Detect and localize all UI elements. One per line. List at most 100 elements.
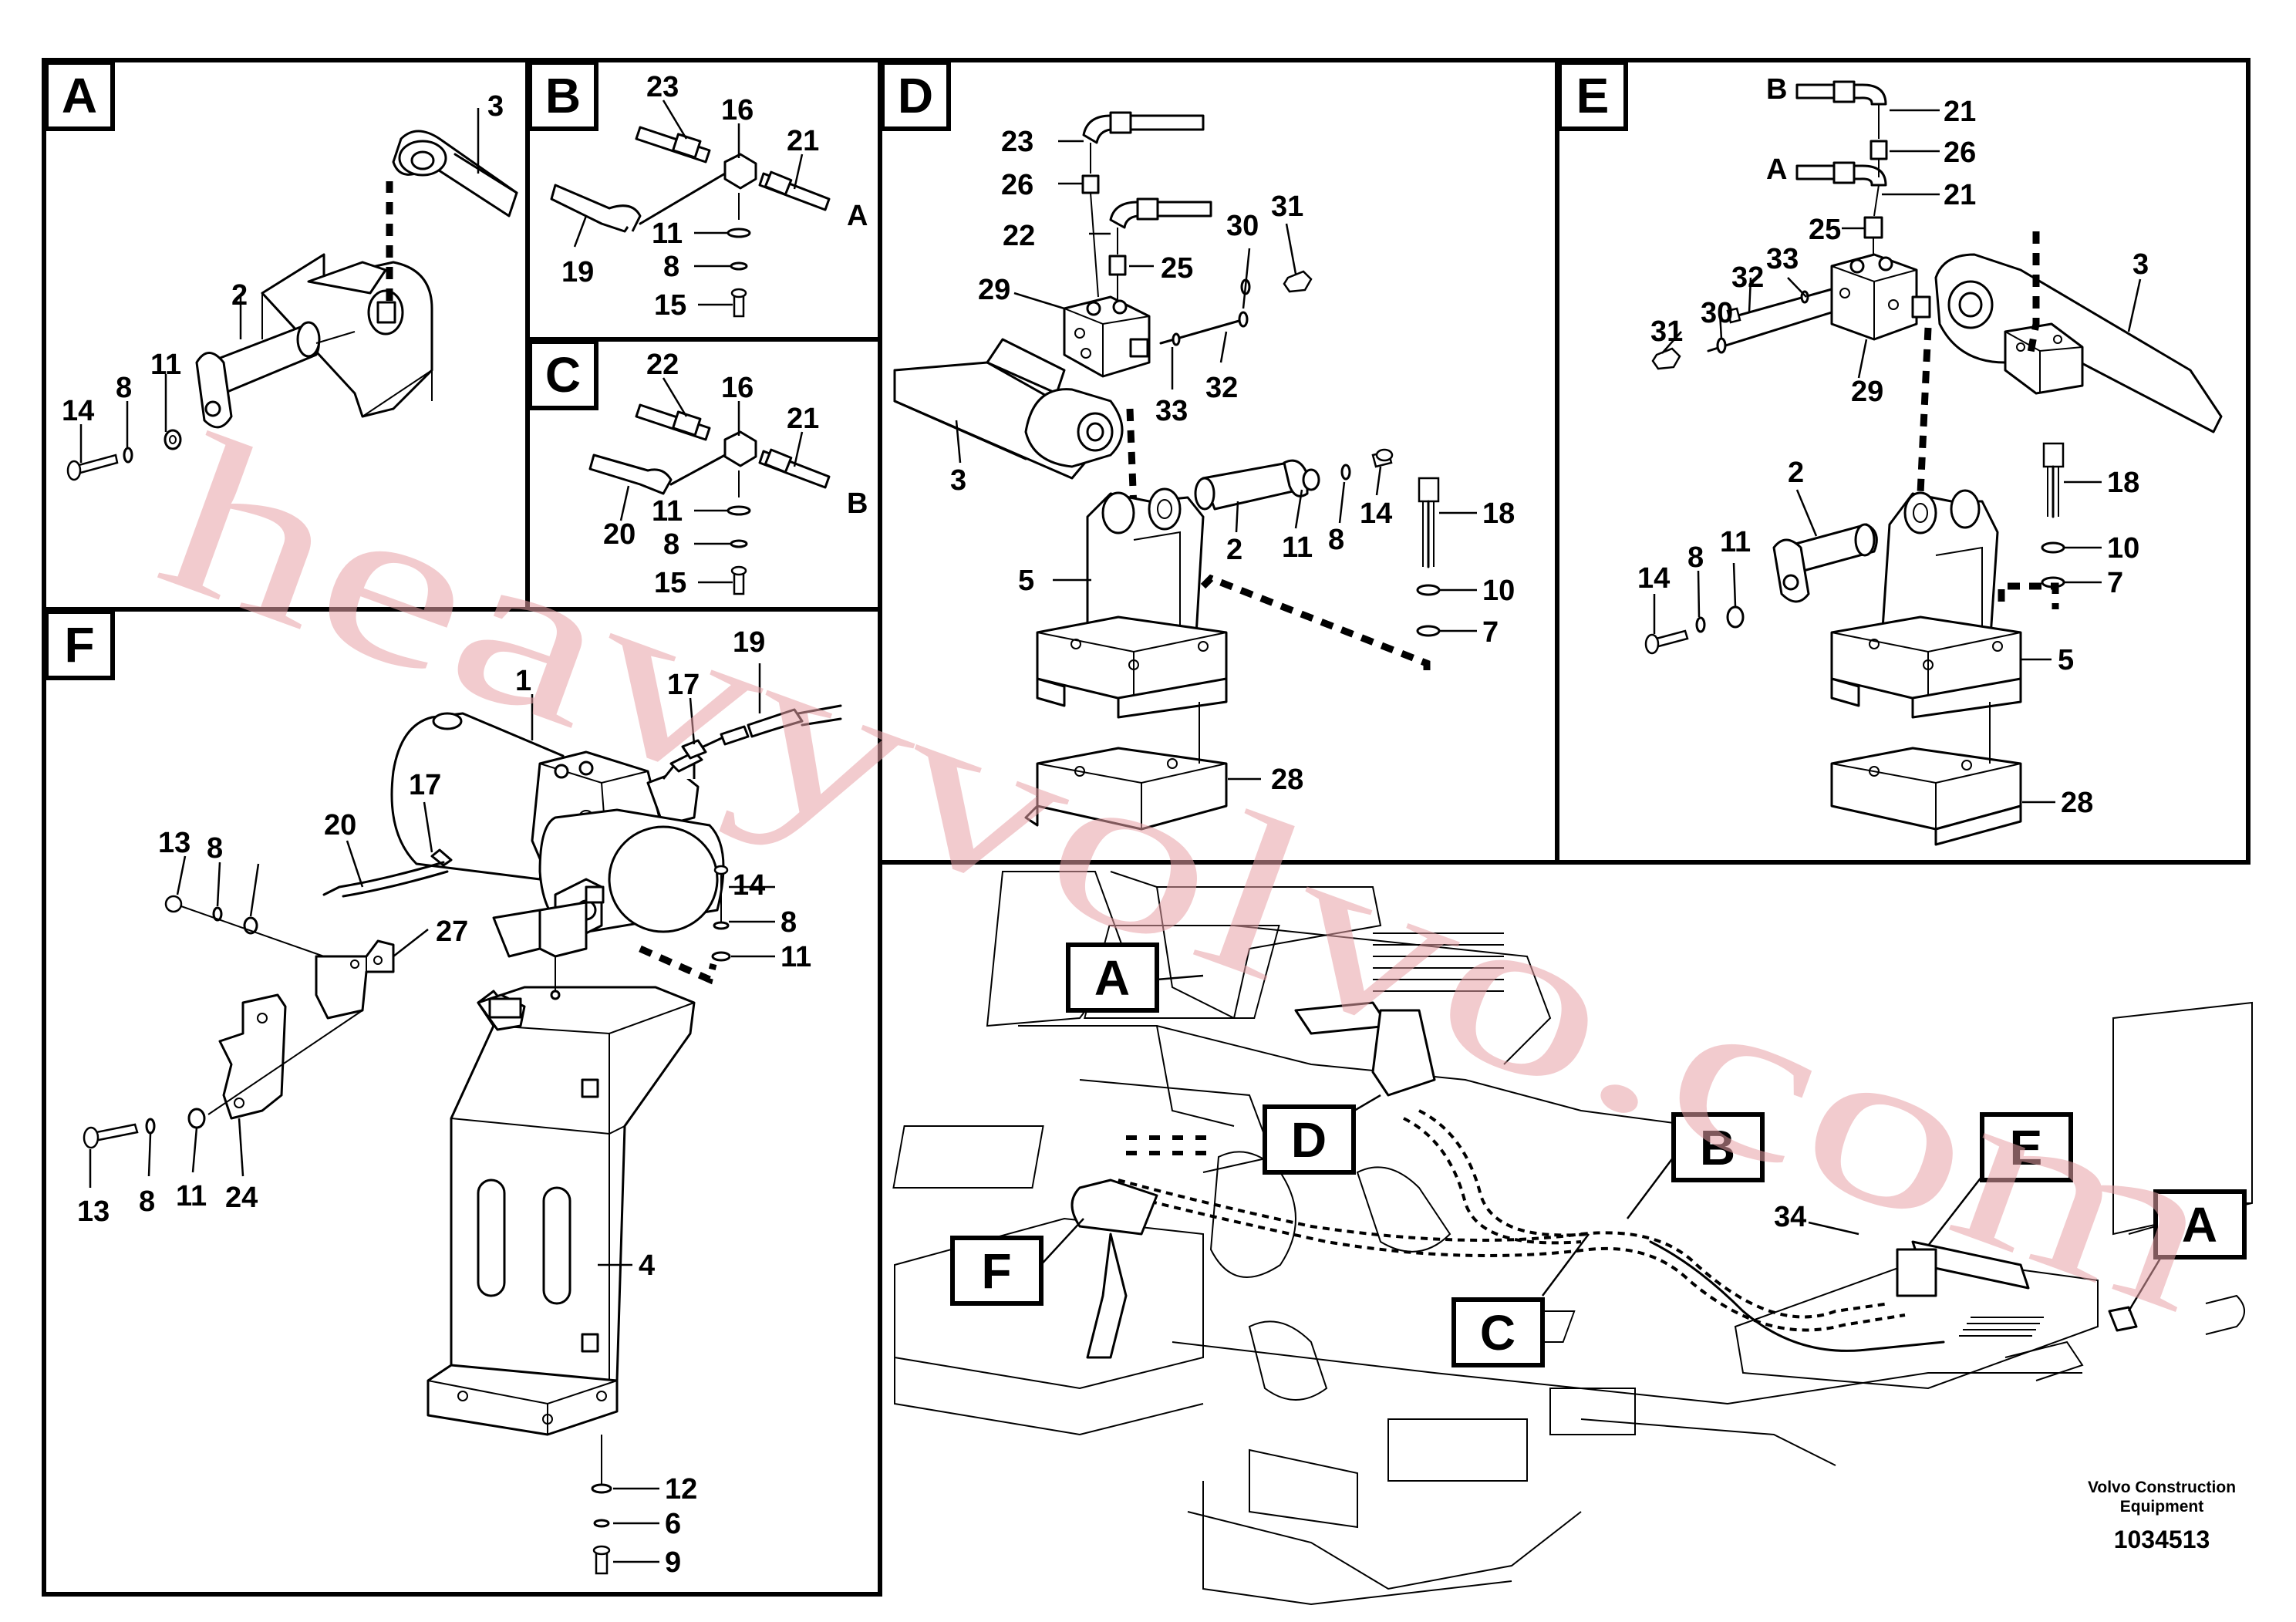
svg-text:32: 32 (1205, 372, 1238, 404)
svg-text:14: 14 (62, 395, 94, 427)
svg-text:9: 9 (665, 1546, 681, 1579)
svg-text:21: 21 (787, 125, 819, 157)
svg-text:A: A (1766, 153, 1787, 186)
svg-text:15: 15 (654, 289, 686, 322)
svg-text:22: 22 (1003, 220, 1035, 252)
overview-callout-f: F (950, 1218, 1084, 1306)
svg-text:17: 17 (667, 669, 700, 701)
svg-text:31: 31 (1271, 191, 1303, 223)
svg-text:E: E (2010, 1120, 2043, 1175)
svg-text:7: 7 (2107, 567, 2123, 599)
svg-text:22: 22 (646, 349, 679, 381)
svg-text:2: 2 (1226, 534, 1242, 566)
svg-text:A: A (2182, 1197, 2217, 1253)
svg-text:12: 12 (665, 1473, 697, 1506)
panel-c-drawing: 22 16 21 20 11 8 15 B (588, 349, 868, 599)
svg-text:3: 3 (487, 90, 504, 123)
svg-text:B: B (545, 68, 581, 123)
svg-text:33: 33 (1155, 395, 1188, 427)
svg-text:20: 20 (603, 518, 636, 551)
overview-callout-e: E (1927, 1112, 2073, 1246)
svg-text:A: A (847, 200, 868, 232)
svg-text:16: 16 (721, 94, 754, 126)
svg-text:25: 25 (1809, 214, 1841, 246)
panel-f-frame (42, 607, 882, 1597)
svg-text:5: 5 (2058, 644, 2074, 676)
svg-text:18: 18 (2107, 467, 2139, 499)
svg-text:5: 5 (1018, 565, 1034, 597)
drawing-number: 1034513 (2114, 1526, 2210, 1553)
svg-text:D: D (898, 68, 933, 123)
svg-text:B: B (1766, 73, 1787, 106)
svg-text:11: 11 (150, 349, 181, 381)
panel-a-tab: A (44, 60, 115, 131)
manufacturer-line-2: Equipment (2120, 1498, 2204, 1516)
svg-text:F: F (981, 1243, 1011, 1299)
svg-text:8: 8 (139, 1185, 155, 1218)
svg-text:15: 15 (654, 567, 686, 599)
svg-text:18: 18 (1482, 497, 1515, 530)
svg-text:14: 14 (1360, 497, 1392, 530)
svg-text:8: 8 (1328, 524, 1344, 556)
overview-callout-a-right: A (2127, 1189, 2247, 1312)
svg-text:30: 30 (1701, 297, 1733, 329)
svg-text:1: 1 (515, 665, 531, 697)
svg-text:F: F (64, 617, 94, 673)
svg-text:10: 10 (2107, 532, 2139, 565)
svg-text:C: C (545, 347, 581, 403)
svg-text:26: 26 (1944, 137, 1976, 169)
svg-text:11: 11 (781, 941, 811, 973)
panel-f-drawing: 1 17 19 17 20 13 8 14 8 11 27 24 13 8 11… (77, 626, 842, 1579)
svg-text:8: 8 (207, 832, 223, 865)
svg-text:11: 11 (652, 495, 683, 528)
svg-text:26: 26 (1001, 169, 1033, 201)
panel-a-drawing: 3 2 14 8 11 (62, 90, 518, 481)
panel-b-tab: B (528, 60, 598, 131)
svg-text:8: 8 (116, 372, 132, 404)
svg-text:D: D (1291, 1112, 1327, 1168)
svg-text:7: 7 (1482, 616, 1499, 649)
svg-text:24: 24 (225, 1182, 258, 1214)
svg-text:14: 14 (1637, 562, 1670, 595)
overview-callout-d: D (1263, 1094, 1381, 1175)
panel-c-tab: C (528, 339, 598, 410)
drawing-caption: Volvo Construction Equipment 1034513 (2088, 1479, 2236, 1553)
overview-callout-c: C (1451, 1233, 1590, 1367)
svg-text:13: 13 (158, 827, 190, 859)
panel-b-drawing: 23 16 21 19 11 8 15 A (550, 71, 868, 322)
panel-e-tab: E (1557, 60, 1628, 131)
svg-text:29: 29 (1851, 376, 1883, 408)
svg-text:A: A (62, 68, 97, 123)
svg-text:E: E (1576, 68, 1610, 123)
svg-text:4: 4 (639, 1249, 655, 1282)
svg-text:11: 11 (176, 1180, 207, 1212)
overview-callout-b: B (1627, 1112, 1765, 1219)
panel-d-drawing: 23 26 22 25 29 30 31 33 32 3 5 2 11 8 14… (893, 111, 1515, 831)
svg-text:20: 20 (324, 809, 356, 841)
svg-text:21: 21 (787, 403, 819, 435)
svg-text:6: 6 (665, 1508, 681, 1540)
svg-text:16: 16 (721, 372, 754, 404)
svg-text:3: 3 (2132, 248, 2149, 281)
svg-text:11: 11 (1720, 526, 1751, 558)
svg-text:8: 8 (781, 906, 797, 939)
svg-text:28: 28 (1271, 764, 1303, 796)
svg-text:8: 8 (1687, 541, 1704, 574)
svg-text:32: 32 (1731, 261, 1764, 294)
svg-text:8: 8 (663, 528, 679, 561)
panel-f-tab: F (44, 609, 115, 680)
svg-text:23: 23 (646, 71, 679, 103)
svg-text:27: 27 (436, 916, 468, 948)
svg-text:2: 2 (1788, 457, 1804, 489)
machine-overview: 34 A D B E A F (892, 871, 2253, 1606)
manufacturer-line-1: Volvo Construction (2088, 1479, 2236, 1496)
svg-text:23: 23 (1001, 126, 1033, 158)
svg-text:29: 29 (978, 274, 1010, 306)
svg-text:19: 19 (733, 626, 765, 659)
svg-text:14: 14 (733, 869, 765, 902)
overview-callout-a-left: A (1066, 943, 1204, 1013)
svg-text:25: 25 (1161, 252, 1193, 285)
svg-text:11: 11 (1282, 531, 1313, 564)
svg-text:19: 19 (561, 256, 594, 288)
